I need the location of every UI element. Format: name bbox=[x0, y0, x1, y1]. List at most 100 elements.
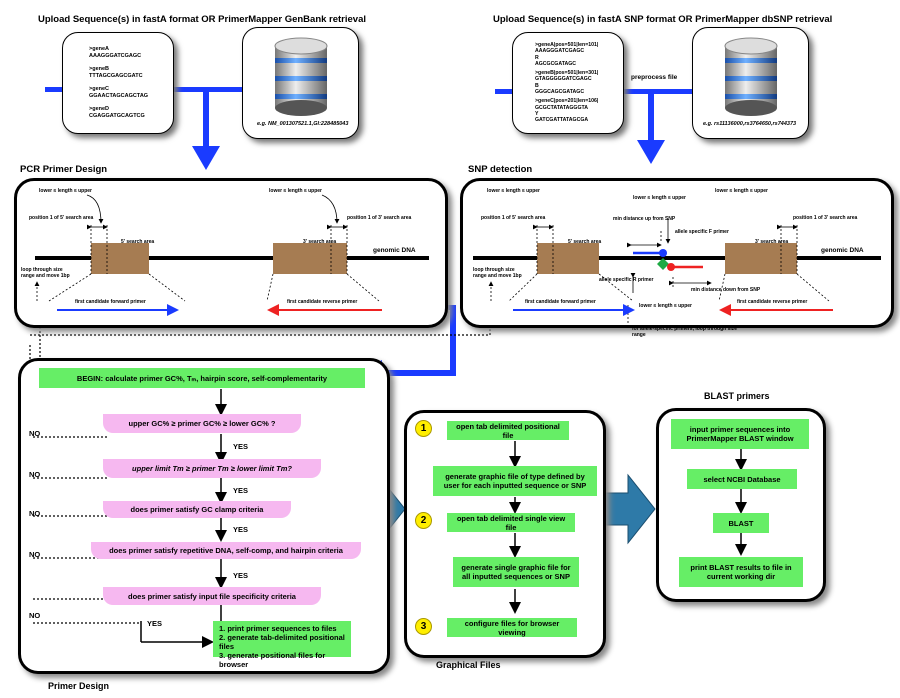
fasta-header: >geneB bbox=[89, 66, 110, 72]
pcr-schematic bbox=[34, 194, 429, 316]
output-step: 3. generate positional files for browser bbox=[219, 651, 326, 669]
fasta-sequence: GGGCAGCGATAGC bbox=[535, 89, 585, 96]
snp-code: R bbox=[535, 54, 539, 61]
area3-label: 3' search area bbox=[303, 239, 337, 245]
fwd-primer-label: first candidate forward primer bbox=[75, 299, 146, 305]
yes-label: YES bbox=[233, 442, 249, 451]
print-results-step: print BLAST results to file in current w… bbox=[679, 557, 803, 587]
pos5-label: position 1 of 5' search area bbox=[29, 215, 94, 221]
graphical-files-caption: Graphical Files bbox=[436, 660, 501, 670]
blue-connector-left bbox=[45, 87, 310, 170]
graphical-flow-arrows bbox=[509, 441, 521, 614]
snp-code: B bbox=[535, 82, 539, 89]
flow-arrows bbox=[33, 389, 227, 648]
database-icon bbox=[274, 37, 328, 116]
fasta-sequence: GCGCTATATAGGGTA bbox=[535, 104, 589, 111]
loop-label: loop through size range and move 1bp bbox=[21, 267, 70, 279]
step-number-badge: 2 bbox=[415, 512, 432, 529]
open-positional-step: open tab delimited positional file bbox=[447, 421, 569, 440]
genbank-retrieval-card[interactable]: e.g. NM_001307521.1,GI:228485043 bbox=[242, 27, 359, 139]
header-right: Upload Sequence(s) in fastA SNP format O… bbox=[493, 14, 833, 25]
fasta-header: >geneC bbox=[89, 86, 110, 92]
preprocess-label: preprocess file bbox=[631, 74, 678, 81]
genomic-dna-label: genomic DNA bbox=[373, 247, 416, 254]
blast-step: BLAST bbox=[713, 513, 769, 533]
pcr-title: PCR Primer Design bbox=[20, 164, 108, 175]
min-distance-up-label: min distance up from SNP bbox=[613, 216, 676, 222]
snp-schematic bbox=[473, 219, 881, 325]
fasta-header: >geneC|pos=201|len=106| bbox=[535, 98, 599, 105]
output-step: 2. generate tab-delimited positional fil… bbox=[219, 633, 345, 651]
yes-label: YES bbox=[147, 619, 163, 628]
fasta-sequence: AGCGCGATAGC bbox=[535, 60, 577, 67]
specificity-check: does primer satisfy input file specifici… bbox=[103, 587, 321, 605]
length-range-label: lower ≤ length ≤ upper bbox=[715, 188, 768, 194]
begin-step: BEGIN: calculate primer GC%, Tₘ, hairpin… bbox=[39, 368, 365, 388]
primer-design-panel: BEGIN: calculate primer GC%, Tₘ, hairpin… bbox=[18, 358, 390, 674]
snp-detection-panel: lower ≤ length ≤ upper lower ≤ length ≤ … bbox=[460, 178, 894, 328]
fasta-sequence: AAAGGGATCGAGC bbox=[89, 53, 142, 59]
teal-arrow-2 bbox=[597, 473, 656, 545]
length-range-label: lower ≤ length ≤ upper bbox=[269, 188, 322, 194]
browser-config-step: configure files for browser viewing bbox=[447, 618, 577, 637]
blast-panel: input primer sequences into PrimerMapper… bbox=[656, 408, 826, 602]
rev-primer-label: first candidate reverse primer bbox=[737, 299, 808, 305]
genbank-example: e.g. NM_001307521.1,GI:228485043 bbox=[257, 121, 349, 127]
length-range-label: lower ≤ length ≤ upper bbox=[39, 188, 92, 194]
step-number-badge: 3 bbox=[415, 618, 432, 635]
dbsnp-retrieval-card[interactable]: e.g. rs11136000,rs3764650,rs744373 bbox=[692, 27, 809, 139]
fasta-sequence: CGAGGATGCAGTCG bbox=[89, 113, 145, 119]
fasta-sequence: GATCGATTATAGCGA bbox=[535, 117, 589, 124]
open-single-view-step: open tab delimited single view file bbox=[447, 513, 575, 532]
pos5-label: position 1 of 5' search area bbox=[481, 215, 546, 221]
area5-label: 5' search area bbox=[568, 239, 602, 245]
yes-label: YES bbox=[233, 486, 249, 495]
gc-check: upper GC% ≥ primer GC% ≥ lower GC% ? bbox=[103, 414, 301, 433]
area3-label: 3' search area bbox=[755, 239, 789, 245]
header-left: Upload Sequence(s) in fastA format OR Pr… bbox=[38, 14, 367, 25]
step-number-badge: 1 bbox=[415, 420, 432, 437]
select-database-step: select NCBI Database bbox=[687, 469, 797, 489]
fasta-header: >geneD bbox=[89, 106, 110, 112]
repetitive-check: does primer satisfy repetitive DNA, self… bbox=[91, 542, 361, 559]
length-range-label: lower ≤ length ≤ upper bbox=[633, 195, 686, 201]
input-primers-step: input primer sequences into PrimerMapper… bbox=[671, 419, 809, 449]
snp-code: Y bbox=[535, 110, 539, 117]
fasta-sequence: GGAACTAGCAGCTAG bbox=[89, 93, 149, 99]
loop-label: loop through size range and move 1bp bbox=[473, 267, 522, 279]
yes-label: YES bbox=[233, 571, 249, 580]
single-graphic-step: generate single graphic file for all inp… bbox=[453, 557, 579, 587]
length-range-label: lower ≤ length ≤ upper bbox=[639, 303, 692, 309]
allele-loop-label: for allele-specific primers, loop throug… bbox=[632, 326, 738, 338]
tm-check: upper limit Tm ≥ primer Tm ≥ lower limit… bbox=[103, 459, 321, 478]
pos3-label: position 1 of 3' search area bbox=[793, 215, 858, 221]
blast-flow-arrows bbox=[735, 449, 747, 556]
no-label: NO bbox=[29, 550, 41, 559]
output-steps: 1. print primer sequences to files 2. ge… bbox=[213, 621, 351, 669]
database-icon bbox=[724, 37, 778, 116]
pos3-label: position 1 of 3' search area bbox=[347, 215, 412, 221]
snp-title: SNP detection bbox=[468, 164, 533, 175]
rev-primer-label: first candidate reverse primer bbox=[287, 299, 358, 305]
no-label: NO bbox=[29, 611, 41, 620]
min-distance-down-label: min distance down from SNP bbox=[691, 287, 761, 293]
primer-design-caption: Primer Design bbox=[48, 681, 110, 691]
blast-title: BLAST primers bbox=[704, 391, 770, 401]
allele-r-label: allele specific R primer bbox=[599, 277, 654, 283]
yes-label: YES bbox=[233, 525, 249, 534]
generate-graphic-step: generate graphic file of type defined by… bbox=[433, 466, 597, 496]
fasta-sequence: TTTAGCGAGCGATC bbox=[89, 73, 143, 79]
allele-f-label: allele specific F primer bbox=[675, 229, 729, 235]
genomic-dna-label: genomic DNA bbox=[821, 247, 864, 254]
fasta-header: >geneA bbox=[89, 46, 110, 52]
fasta-sequence: AAAGGGATCGAGC bbox=[535, 48, 585, 55]
dbsnp-example: e.g. rs11136000,rs3764650,rs744373 bbox=[703, 121, 797, 127]
fasta-header: >geneB|pos=501|len=301| bbox=[535, 70, 599, 77]
no-label: NO bbox=[29, 509, 41, 518]
fasta-header: >geneA|pos=501|len=101| bbox=[535, 42, 599, 48]
graphical-files-panel: 1 open tab delimited positional file gen… bbox=[404, 410, 606, 658]
